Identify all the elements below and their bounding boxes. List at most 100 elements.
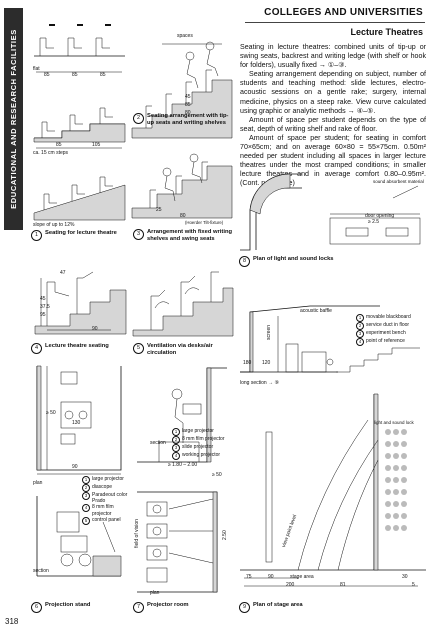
figure-number: 9 — [239, 602, 250, 613]
long-section-drawing — [240, 305, 420, 373]
acoustic-baffle-label: acoustic baffle — [300, 308, 332, 314]
fig6-drawing — [36, 365, 122, 577]
dim-label: 130 — [72, 420, 81, 426]
dim-label: 95 — [40, 312, 46, 318]
dim-label: 120 — [262, 360, 271, 366]
fig3-caption: 3 Arrangement with fixed writing shelves… — [133, 229, 233, 243]
stepped-seating-row — [33, 107, 126, 143]
fig3-drawing — [131, 153, 233, 219]
caption-text: Plan of light and sound locks — [253, 256, 334, 262]
dim-label: 90 — [268, 574, 274, 580]
dim-label: 90 — [72, 464, 78, 470]
figure-number: 3 — [133, 229, 144, 240]
fig9-lock-label: light and sound lock — [374, 420, 414, 425]
projector-room-plan — [137, 491, 218, 593]
dim-label: ≥ 50 — [212, 472, 222, 478]
figure-number: 2 — [133, 113, 144, 124]
fig7-caption: 7 Projector room — [133, 602, 233, 613]
dim-label: 80 — [180, 213, 186, 219]
caption-text: Ventilation via desks/air circulation — [147, 343, 213, 356]
fig8-drawing — [240, 173, 421, 251]
dim-label: 80 — [185, 110, 191, 116]
caption-text: Projector room — [147, 602, 189, 608]
dim-label: 85 — [56, 142, 62, 148]
fig2-caption: 2 Seating arrangement with tip-up seats … — [133, 113, 233, 127]
fig8-door-label: door opening — [365, 213, 395, 219]
projector-room-section — [137, 367, 227, 463]
fig2-spaces-label: spaces — [177, 33, 193, 39]
figure-number: 6 — [31, 602, 42, 613]
fig4-caption: 4 Lecture theatre seating — [31, 343, 126, 354]
caption-text: Seating for lecture theatre — [45, 230, 117, 236]
dim-label: 45 — [185, 94, 191, 100]
fig4-drawing — [34, 271, 127, 335]
page-number: 318 — [5, 617, 19, 626]
fig3-note: (Hoerder Tilt-fixture) — [185, 220, 224, 225]
caption-text: Arrangement with fixed writing shelves a… — [147, 229, 233, 242]
fig6-plan-label: plan — [33, 480, 43, 486]
fig7-drawing — [137, 367, 227, 593]
dim-label: 200 — [286, 582, 295, 588]
dim-label: 47 — [60, 270, 66, 276]
body-text: Seating in lecture theatres: combined un… — [240, 43, 426, 189]
figure-number: 8 — [239, 256, 250, 267]
screen-label: screen — [266, 324, 272, 340]
dim-label: 85 — [72, 72, 78, 78]
dim-label: 90 — [92, 326, 98, 332]
caption-text: Seating arrangement with tip-up seats an… — [147, 113, 229, 126]
fig7-dims-label: ≥ 1.80 – 2.00 — [168, 462, 198, 468]
flat-seating-row — [34, 24, 125, 57]
long-section-label: long section → ⑨ — [240, 380, 279, 386]
caption-text: Projection stand — [45, 602, 91, 608]
fig7-plan-label: plan — [150, 590, 160, 596]
dim-label: 30 — [402, 574, 408, 580]
seat-block — [385, 429, 407, 531]
section-tab-label: EDUCATIONAL AND RESEARCH FACILITIES — [9, 29, 18, 209]
figure-number: 5 — [133, 343, 144, 354]
fig7-section-label: section — [150, 440, 166, 446]
caption-text: Lecture theatre seating — [45, 343, 109, 349]
dim-label: 75 — [246, 574, 252, 580]
dim-label: 85 — [185, 102, 191, 108]
dim-label: 2.50 — [222, 530, 228, 540]
fig9-drawing — [240, 393, 426, 587]
dim-label: 105 — [92, 142, 101, 148]
figure-number: 4 — [31, 343, 42, 354]
dim-label: ≥ 50 — [46, 410, 56, 416]
fig6-section-label: section — [33, 568, 49, 574]
fig7-field-label: field of vision — [134, 519, 140, 548]
fig8-absorb-label: sound absorbent material — [373, 179, 424, 184]
dim-label: 45 — [40, 296, 46, 302]
dim-label: 25 — [156, 207, 162, 213]
section-tab: EDUCATIONAL AND RESEARCH FACILITIES — [4, 8, 23, 230]
caption-text: Plan of stage area — [253, 602, 303, 608]
dim-label: 81 — [340, 582, 346, 588]
dim-label: 180 — [243, 360, 252, 366]
fig1-caption: 1 Seating for lecture theatre — [31, 230, 126, 241]
dim-label: 5 — [412, 582, 415, 588]
page-title: COLLEGES AND UNIVERSITIES — [264, 7, 423, 18]
sloped-seating-row — [33, 176, 126, 221]
fig8-door-width: ≥ 2.5 — [368, 219, 380, 225]
fig1-drawing — [33, 24, 126, 221]
fig5-drawing — [132, 271, 234, 337]
fig2-drawing — [131, 41, 233, 139]
figure-number: 1 — [31, 230, 42, 241]
dim-label: 85 — [100, 72, 106, 78]
page-subtitle: Lecture Theatres — [350, 27, 423, 37]
dim-label: 85 — [44, 72, 50, 78]
title-rule — [245, 22, 425, 23]
